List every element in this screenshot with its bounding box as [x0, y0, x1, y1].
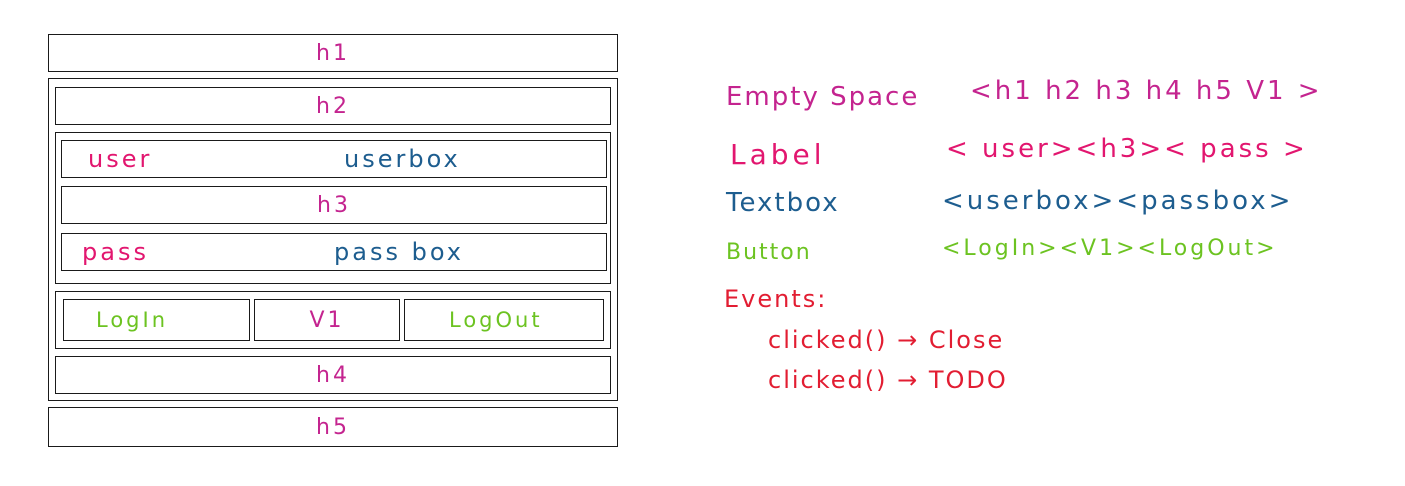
h4-spacer: h4: [55, 356, 611, 394]
form-container: [55, 132, 611, 284]
user-row: user userbox: [61, 140, 607, 178]
pass-label: pass: [82, 238, 149, 266]
h2-spacer: h2: [55, 87, 611, 125]
legend-events-key: Events:: [724, 285, 828, 313]
login-label: LogIn: [96, 308, 169, 332]
h4-label: h4: [316, 363, 350, 388]
h3-label: h3: [317, 193, 351, 218]
legend-empty-space-value: <h1 h2 h3 h4 h5 V1 >: [970, 76, 1323, 106]
main-container: [48, 78, 618, 401]
legend-textbox-value: <userbox><passbox>: [942, 186, 1294, 216]
legend-textbox-key: Textbox: [726, 188, 840, 218]
event-line-todo: clicked() → TODO: [768, 366, 1008, 394]
legend-empty-space-key: Empty Space: [726, 82, 920, 112]
h5-label: h5: [316, 415, 350, 440]
buttons-container: [55, 291, 611, 349]
h3-spacer: h3: [61, 186, 607, 224]
legend-button-key: Button: [726, 240, 812, 265]
pass-row: pass pass box: [61, 233, 607, 271]
user-textbox[interactable]: userbox: [344, 145, 461, 173]
legend-label-key: Label: [730, 138, 826, 171]
v1-label: V1: [309, 308, 345, 333]
h1-label: h1: [316, 41, 350, 66]
pass-textbox[interactable]: pass box: [334, 238, 464, 266]
h2-label: h2: [316, 94, 350, 119]
event-line-close: clicked() → Close: [768, 326, 1005, 354]
legend-label-value: < user><h3>< pass >: [946, 134, 1308, 164]
logout-label: LogOut: [449, 308, 543, 332]
v1-spacer: V1: [254, 299, 400, 341]
user-label: user: [88, 145, 153, 173]
logout-button[interactable]: LogOut: [404, 299, 604, 341]
legend-button-value: <LogIn><V1><LogOut>: [942, 236, 1278, 261]
h1-spacer: h1: [48, 34, 618, 72]
h5-spacer: h5: [48, 407, 618, 447]
login-button[interactable]: LogIn: [63, 299, 250, 341]
